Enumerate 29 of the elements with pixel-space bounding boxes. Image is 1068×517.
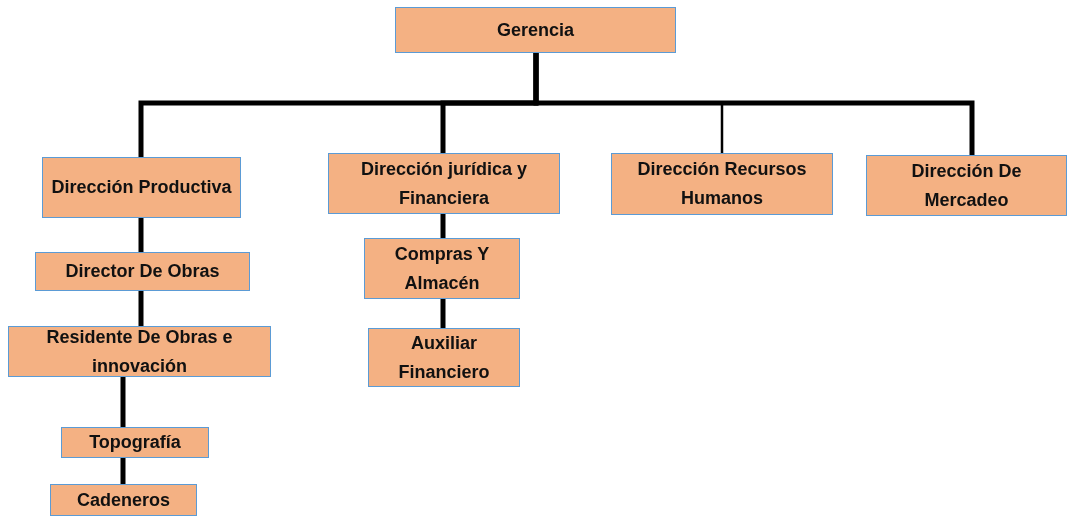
org-box	[61, 427, 209, 458]
box-label: Topografía	[89, 431, 181, 454]
org-box	[368, 328, 520, 387]
connector-line	[120, 377, 126, 427]
box-label: Cadeneros	[76, 488, 170, 512]
org-box	[35, 252, 250, 291]
connector-line	[120, 458, 126, 484]
box-label: Gerencia	[496, 18, 574, 42]
org-box	[866, 155, 1067, 216]
org-box	[42, 157, 241, 218]
box-label: Residente De Obras e innovación	[45, 325, 234, 378]
box-label: Auxiliar Financiero	[397, 331, 491, 384]
connector-line	[440, 299, 446, 328]
org-box	[50, 484, 197, 516]
box-label: Dirección Productiva	[51, 176, 232, 199]
box-label: Dirección jurídica y Financiera	[359, 157, 529, 210]
box-label: Dirección Recursos Humanos	[636, 158, 808, 210]
org-box	[328, 153, 560, 214]
org-box	[364, 238, 520, 299]
connector-line	[533, 53, 975, 155]
connector-line	[138, 218, 144, 252]
box-label: Compras Y Almacén	[393, 242, 491, 295]
connector-line	[138, 291, 144, 326]
connector-line	[440, 214, 446, 238]
org-box	[611, 153, 833, 215]
org-box	[395, 7, 676, 53]
org-box	[8, 326, 271, 377]
box-label: Director De Obras	[65, 260, 220, 283]
box-label: Dirección De Mercadeo	[910, 159, 1023, 212]
